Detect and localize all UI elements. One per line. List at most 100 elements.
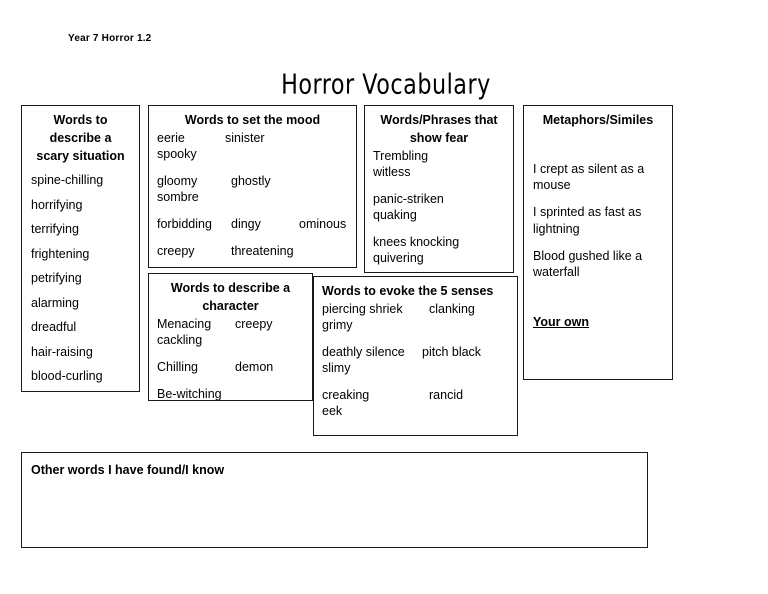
word-row: panic-striken [373,191,513,207]
word: rancid [429,387,464,402]
word-row: gloomy ghostly [157,173,356,189]
word: deathly silence [322,344,405,359]
word-row: piercing shriek clanking [322,301,517,317]
panel-five-senses-title: Words to evoke the 5 senses [322,284,494,298]
word: Trembling [373,148,429,163]
word-row: creaking rancid [322,387,517,403]
title-line: character [202,298,259,313]
word: demon [235,359,274,374]
title-line: show fear [409,130,469,145]
word-row: eek [322,403,517,419]
panel-mood-title: Words to set the mood [184,113,321,127]
word: witless [373,164,411,179]
panel-metaphors-similes: Metaphors/Similes I crept as silent as a… [523,105,673,380]
word: eerie [157,130,185,145]
word-group: creepy threatening [149,243,356,259]
word: creaking [322,387,370,402]
panel-metaphors-similes-title: Metaphors/Similes [542,113,654,127]
word-row: cackling [157,332,312,348]
simile-item: Blood gushed like a waterfall [533,248,643,279]
word-row: deathly silence pitch black [322,344,517,360]
panel-five-senses: Words to evoke the 5 senses piercing shr… [313,276,518,436]
word: quivering [373,250,424,265]
word: creepy [235,316,273,331]
word: sombre [157,189,199,204]
word-group: Be-witching [149,386,312,401]
word-row: quaking [373,207,513,223]
word: eek [322,403,343,418]
word: quaking [373,207,417,222]
word: grimy [322,317,353,332]
your-own-heading: Your own [533,315,590,330]
word: pitch black [422,344,482,359]
list-item: horrifying [31,197,83,212]
word-row: knees knocking [373,234,513,250]
word: clanking [429,301,475,316]
word-row: creepy threatening [157,243,356,259]
word-group: knees knocking quivering [365,234,513,266]
word-row: spooky [157,146,356,162]
word-row: forbidding dingy ominous [157,216,356,232]
word-group: Trembling witless [365,148,513,180]
word: creepy [157,243,195,258]
panel-scary-situation: Words to describe a scary situation spin… [21,105,140,392]
word: ghostly [231,173,271,188]
word: cackling [157,332,203,347]
word-group: forbidding dingy ominous [149,216,356,232]
word-row: quivering [373,250,513,266]
word: slimy [322,360,351,375]
panel-show-fear-title: Words/Phrases that show fear [371,112,507,148]
worksheet-header-label: Year 7 Horror 1.2 [68,33,152,44]
panel-character: Words to describe a character Menacing cr… [148,273,313,401]
word-row: Be-witching [157,386,312,401]
word-row: sombre [157,189,356,205]
word-group: Menacing creepy cackling [149,316,312,348]
word-row: Menacing creepy [157,316,312,332]
simile-item: I crept as silent as a mouse [533,161,645,192]
list-item: dreadful [31,320,77,335]
word-row: witless [373,164,513,180]
word-group: piercing shriek clanking grimy [314,301,517,333]
word: spooky [157,146,197,161]
panel-character-title: Words to describe a character [155,280,306,316]
word: forbidding [157,216,212,231]
panel-scary-situation-title: Words to describe a scary situation [28,112,133,165]
panel-show-fear: Words/Phrases that show fear Trembling w… [364,105,514,273]
title-line: describe a [49,130,112,145]
panel-other-words-title: Other words I have found/I know [31,463,225,477]
word: Be-witching [157,386,222,401]
panel-other-words[interactable]: Other words I have found/I know [21,452,648,548]
word-row: slimy [322,360,517,376]
title-line: Words to describe a [170,281,291,295]
word: knees knocking [373,234,460,249]
word-group: eerie sinister spooky [149,130,356,162]
panel-mood: Words to set the mood eerie sinister spoo… [148,105,357,268]
word-row: grimy [322,317,517,333]
word: panic-striken [373,191,444,206]
list-item: alarming [31,295,79,310]
word-group: deathly silence pitch black slimy [314,344,517,376]
list-item: frightening [31,246,90,261]
word: dingy [231,216,261,231]
scary-situation-word-list: spine-chilling horrifying terrifying fri… [22,174,139,383]
word: Menacing [157,316,212,331]
list-item: terrifying [31,222,79,237]
word: sinister [225,130,265,145]
word-group: gloomy ghostly sombre [149,173,356,205]
word: gloomy [157,173,198,188]
list-item: hair-raising [31,344,93,359]
title-line: scary situation [36,148,125,163]
word-group: panic-striken quaking [365,191,513,223]
word: ominous [299,216,347,231]
page-title-text: Horror Vocabulary [281,70,491,101]
page-title: Horror Vocabulary [12,70,757,101]
word: threatening [231,243,294,258]
title-line: Words to [53,113,108,127]
word: piercing shriek [322,301,403,316]
list-item: blood-curling [31,369,103,384]
word-row: Trembling [373,148,513,164]
simile-item: I sprinted as fast as lightning [533,205,642,236]
word-row: eerie sinister [157,130,356,146]
